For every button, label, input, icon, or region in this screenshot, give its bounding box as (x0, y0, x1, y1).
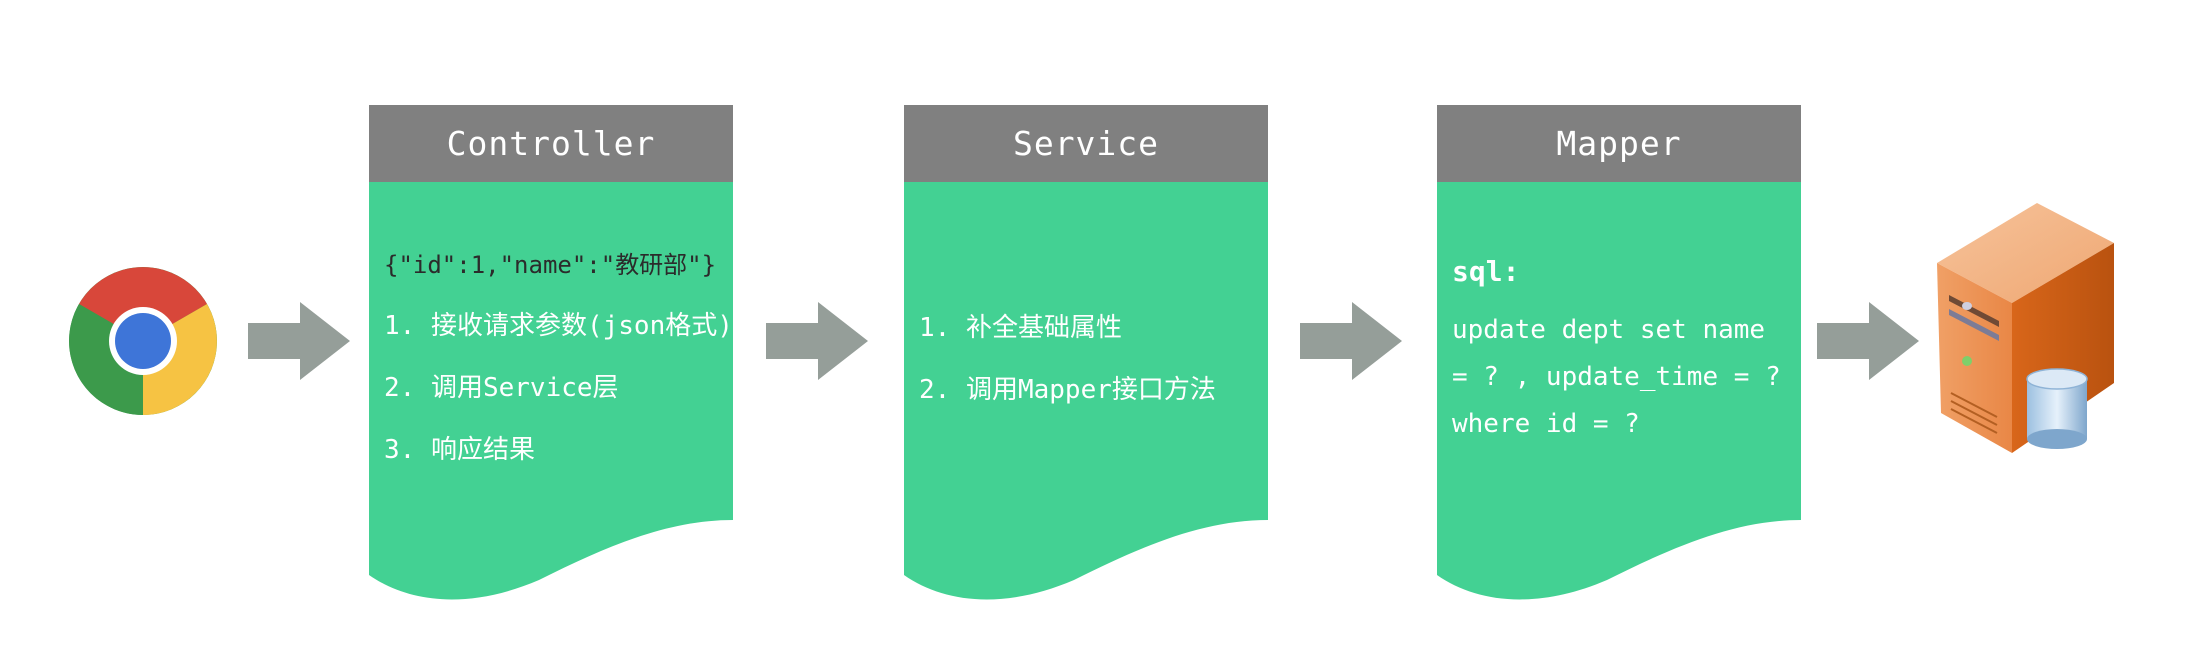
controller-item-1: 1. 接收请求参数(json格式) (384, 311, 733, 341)
sql-line-3: where id = ? (1452, 409, 1640, 439)
mapper-panel-shape (1437, 105, 1801, 600)
chrome-icon (68, 266, 218, 416)
service-panel-shape (904, 105, 1268, 600)
controller-panel-shape (369, 105, 733, 600)
service-title: Service (904, 105, 1268, 182)
service-item-2: 2. 调用Mapper接口方法 (919, 375, 1216, 405)
service-item-1: 1. 补全基础属性 (919, 313, 1122, 343)
sql-line-2: = ? , update_time = ? (1452, 362, 1781, 392)
sql-line-1: update dept set name (1452, 315, 1766, 345)
right-arrow-icon (766, 302, 868, 380)
controller-panel: Controller {"id":1,"name":"教研部"} 1. 接收请求… (369, 105, 733, 603)
controller-json-example: {"id":1,"name":"教研部"} (384, 251, 717, 279)
sql-label: sql: (1452, 255, 1520, 288)
service-panel: Service 1. 补全基础属性 2. 调用Mapper接口方法 (904, 105, 1268, 603)
controller-title: Controller (369, 105, 733, 182)
right-arrow-icon (1817, 302, 1919, 380)
mapper-title: Mapper (1437, 105, 1801, 182)
mapper-panel: Mapper sql: update dept set name = ? , u… (1437, 105, 1801, 603)
controller-item-2: 2. 调用Service层 (384, 373, 619, 403)
right-arrow-icon (248, 302, 350, 380)
controller-item-3: 3. 响应结果 (384, 435, 535, 465)
right-arrow-icon (1300, 302, 1402, 380)
server-database-icon (1937, 203, 2117, 453)
